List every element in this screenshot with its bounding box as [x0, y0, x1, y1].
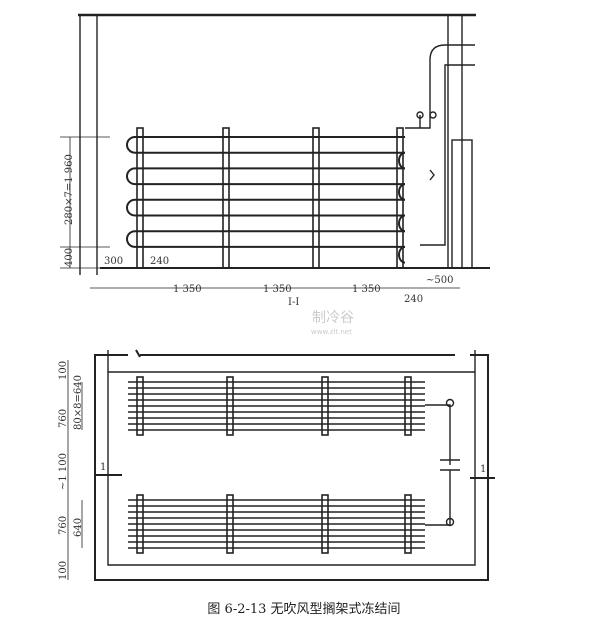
valve-icon [445, 517, 455, 527]
dim-span-3: 1 350 [352, 284, 381, 295]
valve-icon [429, 169, 435, 181]
dim-right-clear: ~500 [426, 275, 453, 286]
dim-height-base: 400 [64, 248, 75, 267]
pipe-bend [398, 183, 406, 201]
pipe-bend [398, 245, 406, 264]
dim-right-offset: 240 [404, 294, 423, 305]
dim-span-1: 1 350 [173, 284, 202, 295]
header-piping [405, 44, 475, 246]
support-post [312, 127, 320, 269]
valve-icon [445, 398, 455, 408]
support-post [136, 494, 144, 554]
dim-height-coils: 280×7=1 960 [64, 154, 75, 225]
wall-ends [107, 350, 476, 372]
valve-icon [416, 111, 424, 119]
dim-span-2: 1 350 [263, 284, 292, 295]
dim-group-2-coils: 640 [73, 518, 84, 537]
support-post [321, 494, 329, 554]
coil-groups [128, 376, 425, 554]
dim-group-1-height: 760 [58, 409, 69, 428]
pipe-bend [126, 198, 136, 217]
support-post [226, 376, 234, 436]
pipe-bend [398, 214, 406, 233]
watermark-url: www.zlt.net [311, 328, 352, 336]
support-post [136, 376, 144, 436]
support-post [404, 376, 412, 436]
support-post [136, 127, 144, 269]
section-label: I-I [288, 297, 299, 308]
support-post [321, 376, 329, 436]
valve-icon [429, 111, 437, 119]
dim-wall-gap: 300 [104, 256, 123, 267]
support-post [226, 494, 234, 554]
figure-caption: 图 6-2-13 无吹风型搁架式冻结间 [207, 602, 401, 617]
dim-top-wall: 100 [58, 361, 69, 380]
support-post [222, 127, 230, 269]
section-mark-left-label: 1 [100, 462, 106, 473]
plan-header-piping [425, 404, 460, 526]
pipe-bend [126, 136, 136, 154]
dim-group-2-height: 760 [58, 516, 69, 535]
dim-middle-gap: ~1 100 [58, 453, 69, 490]
section-view: 280×7=1 960 400 300 240 1 350 1 350 1 35… [60, 13, 490, 308]
dim-group-1-coils: 80×8=640 [73, 375, 84, 430]
pipe-bend [398, 151, 406, 170]
watermark-logo: 制冷谷 [312, 310, 354, 326]
pipe-bend [126, 230, 136, 248]
support-posts [136, 127, 404, 269]
right-wall-recess [451, 139, 473, 269]
plan-view: 1 1 100 760 80×8=640 ~1 100 760 640 100 [58, 349, 495, 581]
dim-bottom-wall: 100 [58, 561, 69, 580]
section-mark-right-label: 1 [480, 464, 486, 475]
dim-left-offset: 240 [150, 256, 169, 267]
inner-wall [107, 371, 476, 566]
pipe-bend [126, 167, 136, 186]
outer-wall [94, 349, 489, 581]
support-post [404, 494, 412, 554]
support-post [396, 127, 404, 269]
pipe-rows [126, 136, 406, 264]
